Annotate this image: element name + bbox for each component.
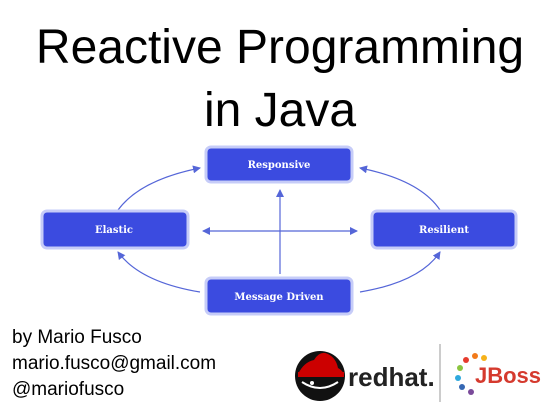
redhat-shadowman-icon [295, 351, 345, 401]
node-responsive-label: Responsive [248, 160, 311, 171]
node-message-driven-label: Message Driven [234, 292, 324, 303]
author-email: mario.fusco@gmail.com [12, 353, 217, 374]
arrow-resilient-to-responsive [359, 165, 441, 211]
arrow-message-driven-to-elastic [117, 251, 201, 293]
slide-title-line2: in Java [203, 84, 357, 137]
slide-title-line1: Reactive Programming [35, 21, 525, 74]
redhat-logo-text: redhat. [348, 362, 435, 392]
node-elastic: Elastic [40, 209, 190, 250]
node-elastic-label: Elastic [95, 225, 133, 236]
arrow-elastic-to-responsive [117, 165, 201, 211]
node-resilient: Resilient [370, 209, 518, 250]
logos: redhat. JBoss [295, 344, 541, 402]
author-name: by Mario Fusco [12, 327, 142, 348]
arrow-message-driven-to-resilient [359, 251, 441, 293]
author-twitter-handle: @mariofusco [12, 379, 125, 400]
node-resilient-label: Resilient [419, 225, 469, 236]
node-responsive: Responsive [204, 145, 354, 184]
jboss-dots-icon [455, 353, 487, 395]
jboss-logo-text: JBoss [475, 363, 541, 388]
node-message-driven: Message Driven [204, 276, 354, 316]
